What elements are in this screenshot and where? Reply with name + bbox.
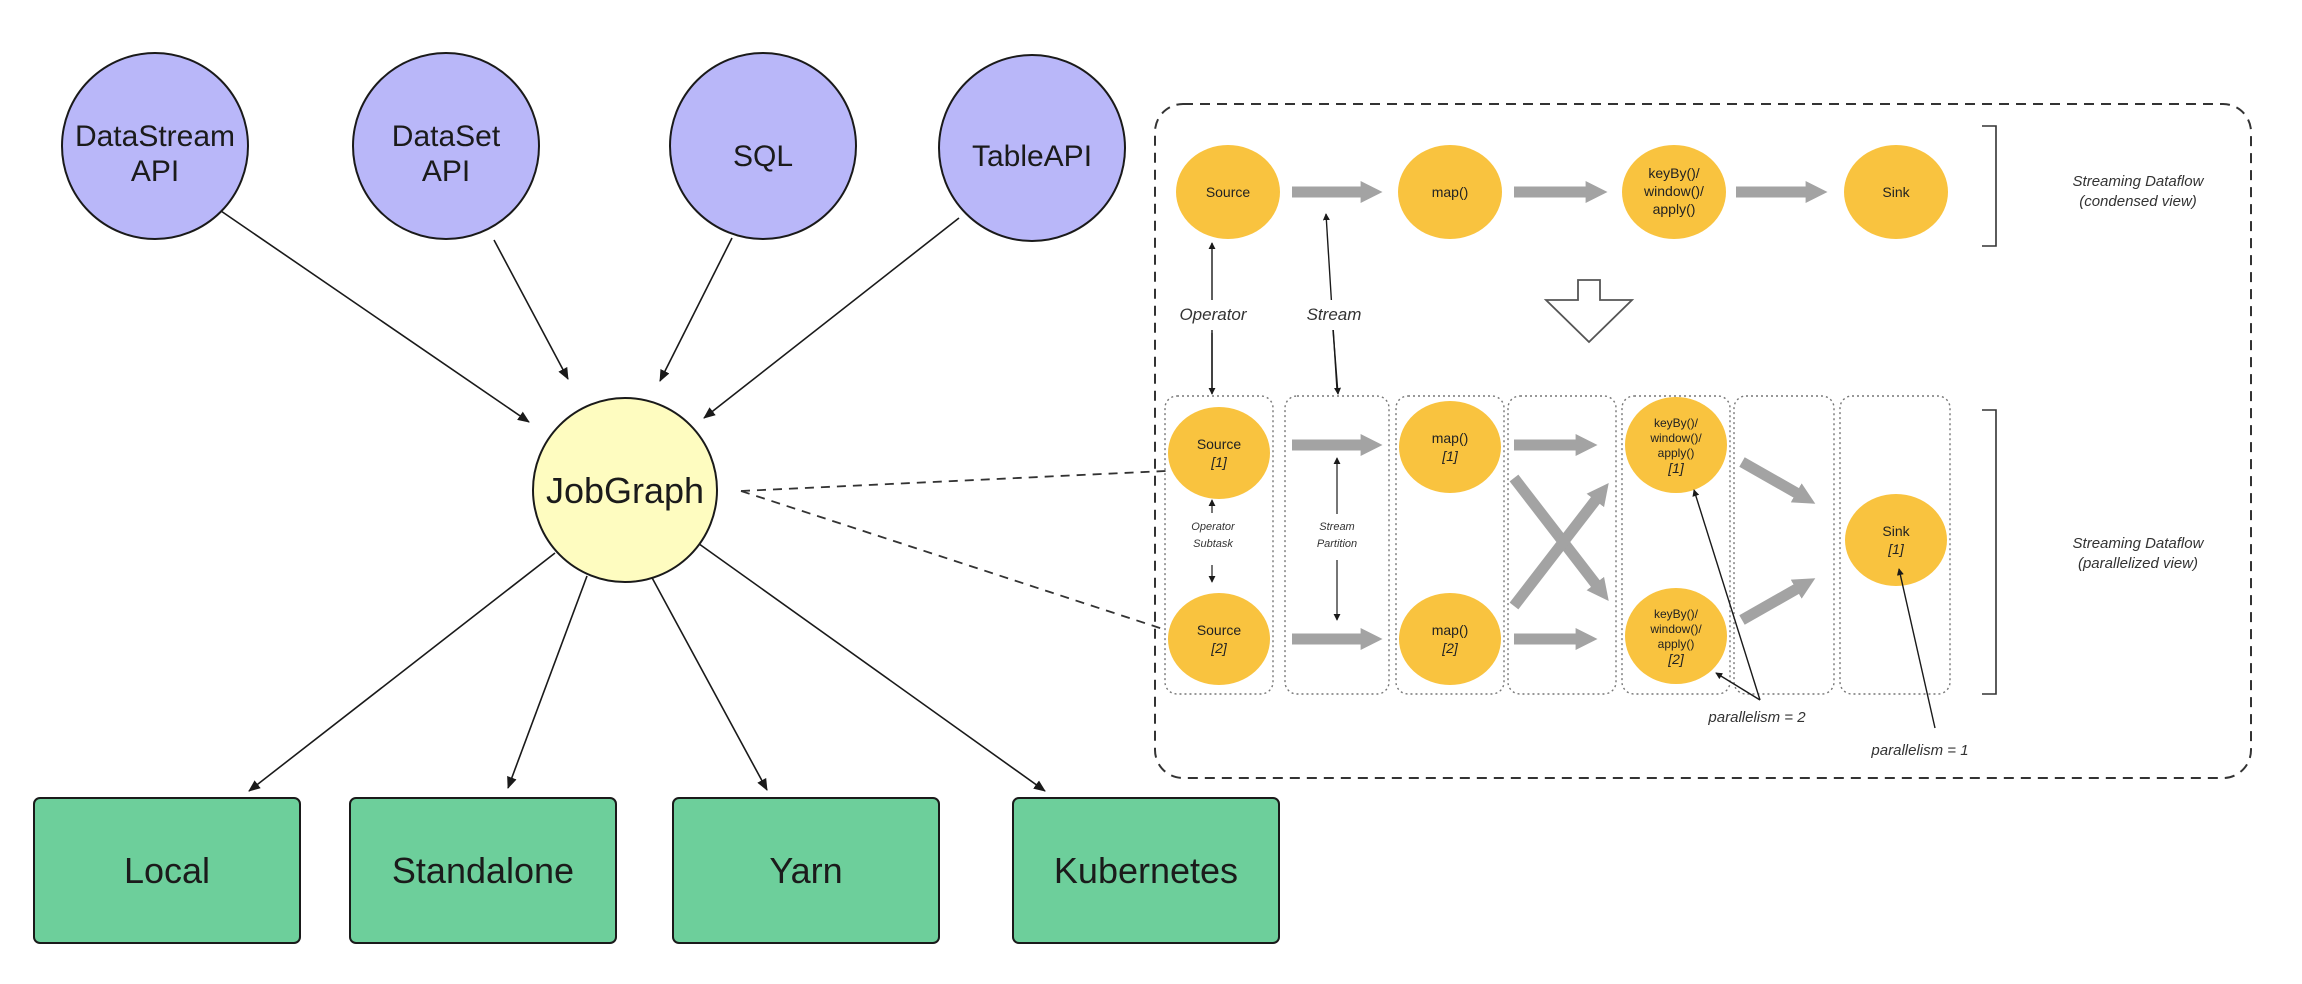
stream-partition-annotation: Stream Partition	[1317, 457, 1357, 621]
jobgraph-to-target-arrows	[248, 540, 1046, 792]
parallel-view-label-line2: (parallelized view)	[2078, 555, 2198, 572]
keyby1-line2: window()/	[1649, 431, 1702, 445]
api-datastream-line2: API	[131, 155, 179, 188]
parallelism-2-label: parallelism = 2	[1707, 709, 1806, 726]
operator-subtask-line1: Operator	[1191, 521, 1236, 533]
api-tableapi: TableAPI	[938, 54, 1126, 242]
arrow-jobgraph-to-kubernetes	[694, 540, 1046, 792]
source1-index: [1]	[1210, 454, 1228, 470]
zoom-lines	[740, 470, 1167, 631]
parallel-columns	[1164, 395, 1951, 695]
arrow-dataset-to-jobgraph	[493, 239, 569, 380]
api-sql-label: SQL	[733, 140, 793, 173]
parallel-bracket	[1982, 409, 1997, 695]
stream-partition-line2: Partition	[1317, 538, 1357, 550]
stream-label: Stream	[1307, 305, 1362, 324]
map2-label: map()	[1432, 622, 1469, 638]
condensed-sink-label: Sink	[1882, 184, 1910, 200]
target-yarn: Yarn	[672, 797, 940, 944]
target-standalone-label: Standalone	[392, 850, 574, 891]
arrow-jobgraph-to-standalone	[507, 575, 588, 789]
parallel-node-keyby-2: keyBy()/ window()/ apply() [2]	[1625, 588, 1727, 684]
api-sql: SQL	[669, 52, 857, 240]
source2-label: Source	[1197, 622, 1242, 638]
operator-subtask-annotation: Operator Subtask	[1191, 499, 1236, 583]
condensed-bracket	[1982, 125, 1997, 247]
parallelism-pointers	[1692, 489, 1936, 729]
source2-index: [2]	[1210, 640, 1228, 656]
keyby2-line1: keyBy()/	[1654, 607, 1699, 621]
target-local-label: Local	[124, 850, 210, 891]
condensed-keyby-line1: keyBy()/	[1648, 165, 1699, 181]
keyby1-index: [1]	[1667, 460, 1685, 476]
source1-label: Source	[1197, 436, 1242, 452]
target-kubernetes: Kubernetes	[1012, 797, 1280, 944]
parallelism-1-label: parallelism = 1	[1870, 742, 1968, 759]
target-kubernetes-label: Kubernetes	[1054, 850, 1238, 891]
api-datastream: DataStream API	[61, 52, 249, 240]
condensed-view-label-line1: Streaming Dataflow	[2073, 173, 2205, 190]
parallel-node-source-1: Source [1]	[1168, 407, 1270, 499]
condensed-node-keyby: keyBy()/ window()/ apply()	[1622, 145, 1726, 239]
target-local: Local	[33, 797, 301, 944]
target-standalone: Standalone	[349, 797, 617, 944]
keyby2-line3: apply()	[1658, 637, 1695, 651]
api-dataset-line2: API	[422, 155, 470, 188]
arrow-jobgraph-to-local	[248, 552, 556, 792]
api-dataset-line1: DataSet	[392, 120, 501, 153]
parallel-node-sink-1: Sink [1]	[1845, 494, 1947, 586]
arrow-tableapi-to-jobgraph	[703, 217, 960, 419]
condensed-keyby-line3: apply()	[1653, 201, 1696, 217]
parallel-node-map-2: map() [2]	[1399, 593, 1501, 685]
dataflow-container	[1154, 103, 2252, 779]
arrow-jobgraph-to-yarn	[649, 573, 768, 791]
parallel-node-source-2: Source [2]	[1168, 593, 1270, 685]
stream-partition-line1: Stream	[1319, 521, 1354, 533]
condensed-view: Source map() keyBy()/ window()/ apply() …	[1176, 125, 2205, 247]
parallel-stream-arrows	[1292, 434, 1816, 650]
sink1-label: Sink	[1882, 523, 1910, 539]
map1-label: map()	[1432, 430, 1469, 446]
api-dataset: DataSet API	[352, 52, 540, 240]
parallel-view-label-line1: Streaming Dataflow	[2073, 535, 2205, 552]
condensed-node-map: map()	[1398, 145, 1502, 239]
keyby2-line2: window()/	[1649, 622, 1702, 636]
keyby2-index: [2]	[1667, 651, 1685, 667]
condensed-view-label-line2: (condensed view)	[2079, 193, 2197, 210]
condensed-node-source: Source	[1176, 145, 1280, 239]
operator-label: Operator	[1179, 305, 1247, 324]
api-tableapi-label: TableAPI	[972, 140, 1092, 173]
operator-stream-annotations: Operator Stream	[1168, 213, 1374, 395]
operator-subtask-line2: Subtask	[1193, 538, 1233, 550]
map1-index: [1]	[1441, 448, 1459, 464]
map2-index: [2]	[1441, 640, 1459, 656]
parallel-node-keyby-1: keyBy()/ window()/ apply() [1]	[1625, 397, 1727, 493]
api-to-jobgraph-arrows	[220, 210, 960, 423]
jobgraph-label: JobGraph	[546, 470, 704, 511]
parallel-view: Source [1] Source [2] map() [1] map() [2…	[1164, 395, 2205, 759]
target-yarn-label: Yarn	[769, 850, 842, 891]
arrow-datastream-to-jobgraph	[220, 210, 530, 423]
arrow-sql-to-jobgraph	[659, 237, 733, 382]
keyby1-line1: keyBy()/	[1654, 416, 1699, 430]
condensed-source-label: Source	[1206, 184, 1251, 200]
parallel-node-map-1: map() [1]	[1399, 401, 1501, 493]
api-datastream-line1: DataStream	[75, 120, 235, 153]
jobgraph-node: JobGraph	[532, 397, 718, 583]
keyby1-line3: apply()	[1658, 446, 1695, 460]
condensed-node-sink: Sink	[1844, 145, 1948, 239]
sink1-index: [1]	[1887, 541, 1905, 557]
condensed-keyby-line2: window()/	[1643, 183, 1704, 199]
transform-arrow	[1543, 279, 1635, 344]
condensed-map-label: map()	[1432, 184, 1469, 200]
